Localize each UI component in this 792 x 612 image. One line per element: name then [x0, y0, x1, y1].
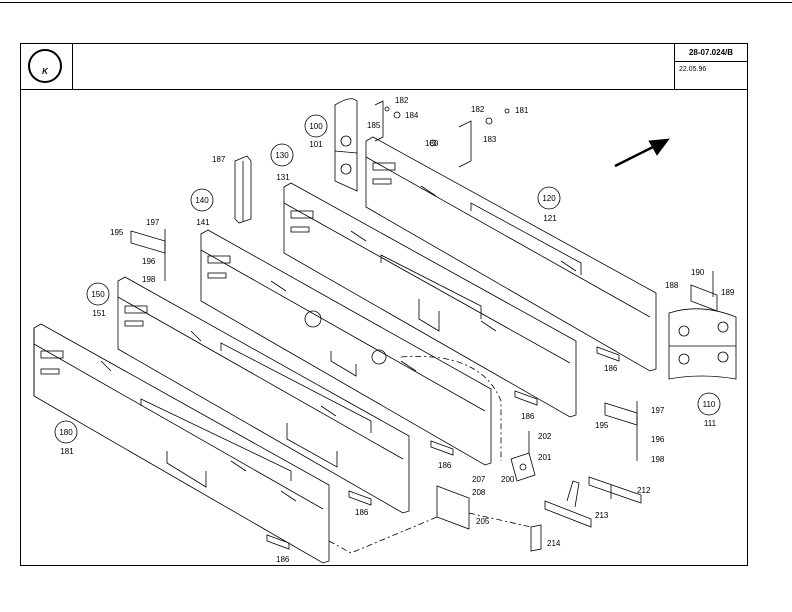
logo-cell: K — [21, 44, 73, 89]
corner-piece-111 — [668, 308, 737, 380]
callout-111: 111 — [704, 419, 717, 428]
callout-181: 181 — [60, 447, 74, 456]
panel-131 — [283, 182, 577, 418]
panel-181 — [33, 323, 330, 564]
label-195-right: 195 — [595, 421, 609, 430]
label-183: 183 — [483, 135, 497, 144]
callout-circle-150 — [86, 282, 110, 306]
clip-214 — [530, 524, 542, 552]
document-date: 22.05.96 — [679, 66, 707, 73]
callout-circle-120 — [537, 186, 561, 210]
panel-151 — [117, 276, 410, 514]
callout-101: 101 — [309, 140, 323, 149]
title-block: K 28-07.024/B 22.05.96 — [21, 44, 747, 90]
callout-121: 121 — [543, 214, 557, 223]
document-number: 28-07.024/B — [675, 44, 747, 62]
callout-circle-110 — [697, 392, 721, 416]
label-186-b: 186 — [521, 412, 535, 421]
panel-141 — [200, 229, 492, 466]
label-205: 205 — [476, 517, 490, 526]
title-cell — [73, 44, 674, 89]
label-198-left: 198 — [142, 275, 156, 284]
bracket-195-left — [130, 229, 166, 281]
label-186-e: 186 — [276, 555, 290, 564]
label-180: 180 — [425, 139, 439, 148]
label-189: 189 — [721, 288, 735, 297]
drawing-sheet: K 28-07.024/B 22.05.96 — [20, 43, 748, 566]
callout-130: 130 — [275, 151, 289, 160]
label-181: 181 — [515, 106, 529, 115]
company-logo: K — [28, 49, 62, 83]
label-185: 185 — [367, 121, 381, 130]
callout-circle-100 — [304, 114, 328, 138]
label-207: 207 — [472, 475, 486, 484]
label-197-left: 197 — [146, 218, 160, 227]
callout-151: 151 — [92, 309, 106, 318]
upper-brackets — [374, 100, 510, 168]
clip-200 — [510, 431, 536, 482]
callout-100: 100 — [309, 122, 323, 131]
callout-180: 180 — [59, 428, 73, 437]
label-197-right: 197 — [651, 406, 665, 415]
rail-213 — [544, 480, 592, 528]
plate-205 — [436, 485, 470, 530]
callout-120: 120 — [542, 194, 556, 203]
top-rule — [0, 2, 792, 3]
assembly-lines — [328, 355, 532, 554]
label-195-left: 195 — [110, 228, 124, 237]
callout-circle-140 — [190, 188, 214, 212]
panel-121 — [365, 136, 657, 372]
bracket-195-right — [604, 401, 638, 461]
rail-212 — [588, 476, 642, 504]
label-184: 184 — [405, 111, 419, 120]
label-196-left: 196 — [142, 257, 156, 266]
pads-186 — [266, 346, 620, 550]
callout-110: 110 — [703, 400, 716, 409]
label-202: 202 — [538, 432, 552, 441]
info-cell: 28-07.024/B 22.05.96 — [674, 44, 747, 89]
label-186-d: 186 — [355, 508, 369, 517]
label-187: 187 — [212, 155, 226, 164]
exploded-view-drawing: 100 101 130 131 140 141 150 151 180 181 … — [33, 96, 737, 564]
profile-187 — [234, 155, 252, 224]
label-201: 201 — [538, 453, 552, 462]
label-186-a: 186 — [604, 364, 618, 373]
svg-text:K: K — [42, 67, 49, 76]
plate-189 — [690, 271, 718, 312]
label-208: 208 — [472, 488, 486, 497]
label-188: 188 — [665, 281, 679, 290]
label-198-right: 198 — [651, 455, 665, 464]
label-182-a: 182 — [395, 96, 409, 105]
label-196-right: 196 — [651, 435, 665, 444]
label-212: 212 — [637, 486, 651, 495]
label-190: 190 — [691, 268, 705, 277]
callout-131: 131 — [276, 173, 290, 182]
callout-circle-130 — [270, 143, 294, 167]
corner-piece-101 — [334, 98, 358, 192]
callout-141: 141 — [196, 218, 210, 227]
callout-150: 150 — [91, 290, 105, 299]
callout-140: 140 — [195, 196, 209, 205]
label-200: 200 — [501, 475, 515, 484]
label-186-c: 186 — [438, 461, 452, 470]
label-213: 213 — [595, 511, 609, 520]
label-214: 214 — [547, 539, 561, 548]
label-182-b: 182 — [471, 105, 485, 114]
direction-arrow — [614, 138, 670, 168]
callout-circle-180 — [54, 420, 78, 444]
